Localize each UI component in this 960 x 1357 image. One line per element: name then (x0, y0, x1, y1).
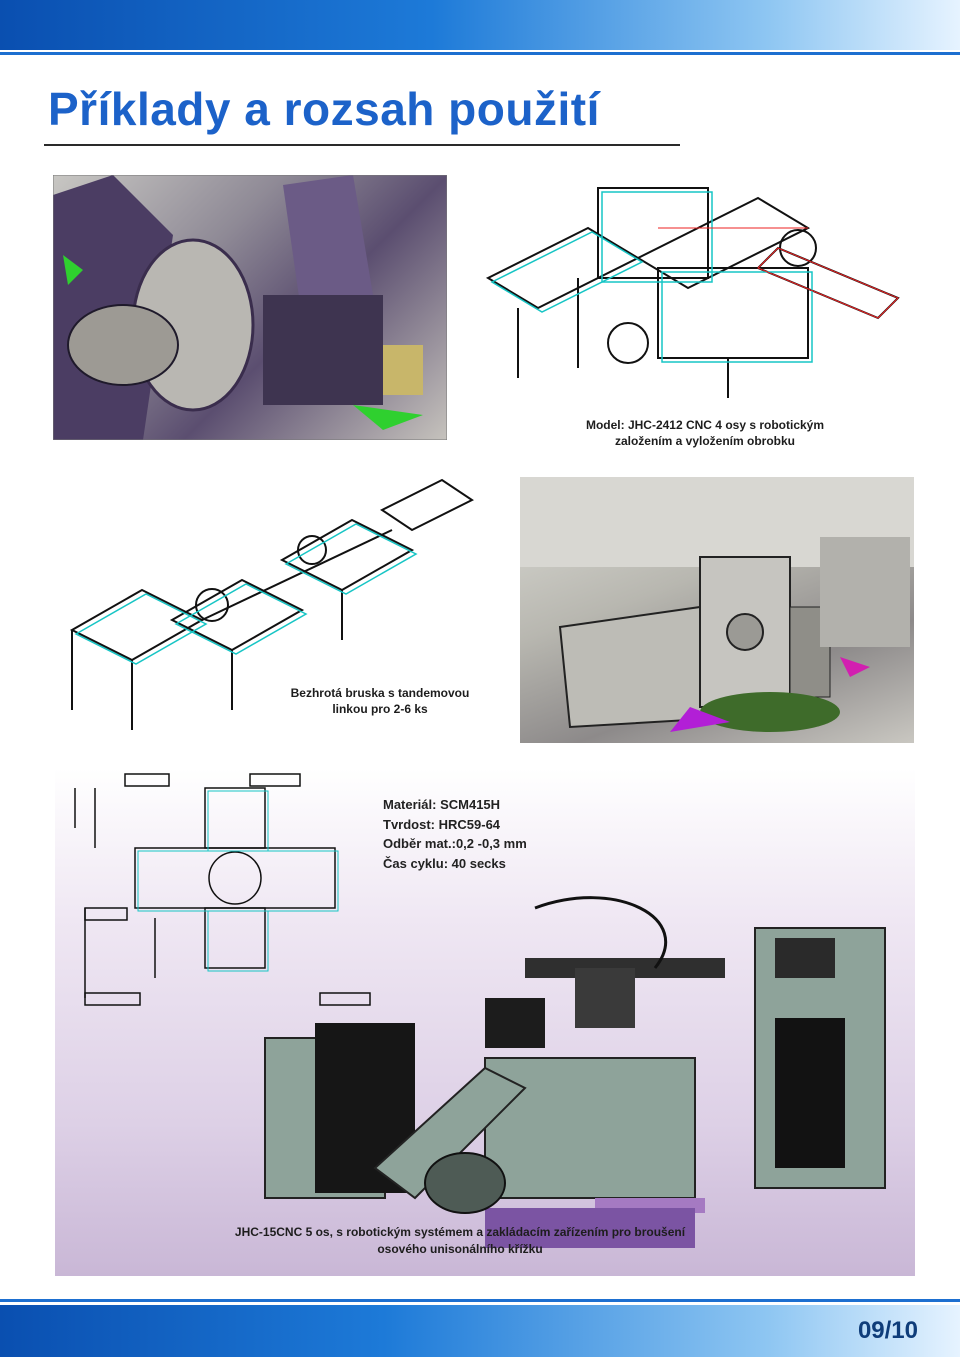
page-number: 09/10 (857, 1317, 918, 1344)
caption2-line1: Bezhrotá bruska s tandemovou (290, 686, 470, 700)
material-specs: Materiál: SCM415H Tvrdost: HRC59-64 Odbě… (383, 795, 527, 873)
caption3-line1: JHC-15CNC 5 os, s robotickým systémem a … (234, 1225, 686, 1239)
material-line-1: Materiál: SCM415H (383, 797, 501, 812)
figure-caption-2: Bezhrotá bruska s tandemovou linkou pro … (270, 685, 490, 717)
material-line-4: Čas cyklu: 40 secks (383, 855, 506, 871)
header-bar (0, 0, 960, 55)
figure-caption-3: JHC-15CNC 5 os, s robotickým systémem a … (205, 1224, 715, 1259)
caption1-line1: Model: JHC-2412 CNC 4 osy s robotickým (585, 418, 825, 432)
grinding-wheel-photo (53, 175, 447, 440)
title-underline (44, 144, 680, 146)
caption3-line2: osového unisonálního křížku (377, 1242, 543, 1257)
robotic-grinder-drawing (478, 168, 918, 468)
material-line-2: Tvrdost: HRC59-64 (383, 816, 501, 832)
page-title: Příklady a rozsah použití (48, 83, 600, 135)
grinder-factory-photo (520, 477, 914, 743)
footer-bar: 09/10 (0, 1299, 960, 1357)
machine-photo-panel (55, 768, 915, 1276)
caption2-line2: linkou pro 2-6 ks (332, 702, 428, 717)
figure-caption-1: Model: JHC-2412 CNC 4 osy s robotickým z… (570, 417, 840, 449)
tandem-line-drawing (52, 470, 482, 750)
material-line-3: Odběr mat.:0,2 -0,3 mm (383, 836, 527, 851)
caption1-line2: založením a vyložením obrobku (614, 434, 796, 449)
